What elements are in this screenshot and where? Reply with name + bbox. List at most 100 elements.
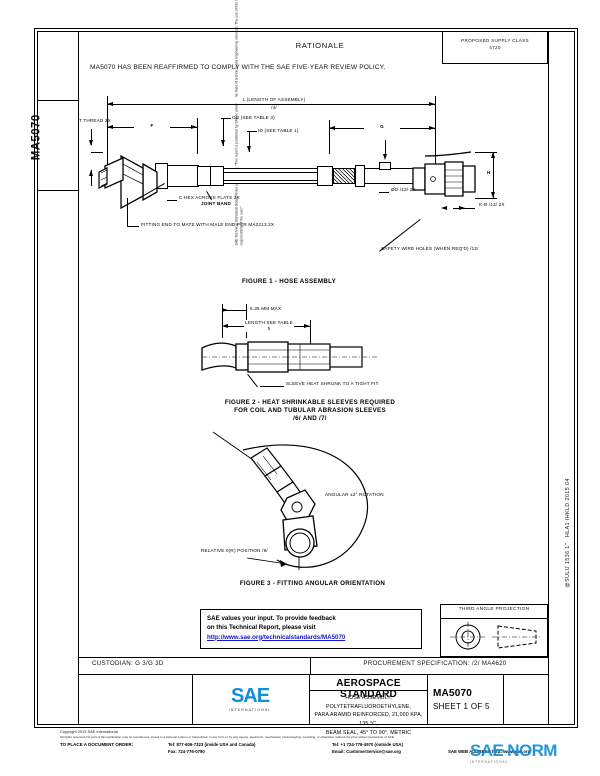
id-ext [249, 131, 250, 152]
description-line-3: BEAM SEAL, 45° TO 90°, METRIC [325, 729, 412, 736]
fitting-end-ext [127, 198, 128, 226]
right-top-band-ext [385, 140, 386, 154]
figure-2-caption-line2: FOR COIL AND TUBULAR ABRASION SLEEVES [234, 407, 386, 414]
label-dim-g: G [364, 124, 400, 131]
label-relative-position: RELATIVE 0(R) POSITION /9/ [201, 548, 268, 553]
title-block-horizontal-rule [309, 690, 427, 691]
label-dim-h: H [487, 170, 491, 175]
left-band-b [210, 166, 224, 186]
right-band-a [317, 166, 333, 186]
h-arrow-up [490, 152, 495, 158]
standard-type-title: AEROSPACE STANDARD [336, 678, 401, 700]
h-dim-line [493, 152, 494, 198]
label-dim-f: F [134, 123, 170, 130]
hose-inner-top [197, 172, 317, 173]
dim-arrow-left [107, 101, 113, 106]
left-sleeve [167, 165, 199, 187]
dim-arrow-right [429, 101, 435, 106]
document-description: HOSE ASSEMBLY, POLYTETRAFLUOROETHYLENE, … [310, 694, 427, 738]
title-block-divider-1 [192, 674, 193, 725]
id-leader [247, 131, 257, 132]
web-address: http://www.sae.org [492, 749, 531, 755]
web-address-label: SAE WEB ADDRESS: [448, 749, 492, 755]
order-label: TO PLACE A DOCUMENT ORDER: [60, 742, 134, 748]
watermark-sub-text: INTERNATIONAL [470, 760, 509, 764]
sae-logo: SAE INTERNATIONAL [210, 686, 290, 712]
sae-logo-wordmark: SAE [230, 685, 270, 707]
h-arrow-down [490, 192, 495, 198]
procurement-spec-text: PROCUREMENT SPECIFICATION: /2/ MA4620 [363, 660, 507, 667]
label-635-max: 6.35 MM MAX [250, 306, 282, 311]
f2-hose-end-drawing [201, 341, 378, 373]
f-arrow-right [191, 124, 197, 129]
h-ext-top [475, 152, 497, 153]
f2-len-arrow-l [222, 323, 228, 328]
figure-2-heat-shrinkable-sleeves: 6.35 MM MAX LENGTH SEE TABLE 5 SLEEVE HE… [190, 300, 430, 422]
left-band-a [197, 166, 211, 186]
third-angle-projection-symbol [450, 622, 542, 652]
title-block-divider-4 [503, 674, 504, 725]
label-id: ID (SEE TABLE 1) [258, 128, 299, 133]
left-label-box-top-rule [37, 100, 78, 101]
description-line-1: HOSE ASSEMBLY, POLYTETRAFLUOROETHYLENE, [325, 695, 411, 710]
g-ext-left [329, 120, 330, 154]
order-info: TO PLACE A DOCUMENT ORDER: Tel: 877-606-… [60, 742, 540, 760]
document-number: MA5070 [433, 688, 472, 699]
f-ext-left [107, 118, 108, 128]
feedback-line-1: SAE values your input. To provide feedba… [207, 615, 336, 622]
rationale-heading: RATIONALE [295, 41, 345, 50]
left-elbow-fitting [98, 154, 158, 210]
tel-inside-usa: Tel: 877-606-7323 (inside USA and Canada… [168, 742, 256, 748]
description-line-2: PARA ARAMID REINFORCED, 21,000 KPA, 135 … [314, 712, 423, 728]
custodian-row-top-rule [79, 657, 548, 658]
sae-logo-subtext: INTERNATIONAL [228, 708, 272, 712]
thread-arrow-a [88, 140, 93, 146]
g-arrow-left [329, 125, 335, 130]
f2-note-leader-h [260, 386, 284, 387]
label-length-note: /4/ [271, 105, 277, 110]
figure-3-caption: FIGURE 3 - FITTING ANGULAR ORIENTATION [239, 580, 386, 587]
f2-note-leader [247, 374, 258, 388]
od-ext [223, 118, 224, 146]
left-margin-document-number: MA5070 [30, 114, 43, 161]
od-leader [221, 118, 231, 119]
dim-extension-left [107, 96, 108, 174]
feedback-link[interactable]: http://www.sae.org/technicalstandards/MA… [207, 633, 346, 641]
rights-reserved-text: All rights reserved. No part of this pub… [60, 735, 395, 739]
f-arrow-left [107, 124, 113, 129]
thread-arrow-b [88, 170, 93, 176]
sheet-number: SHEET 1 OF 5 [433, 702, 490, 711]
title-block-divider-3 [427, 674, 428, 725]
title-block-divider-2 [309, 674, 310, 725]
right-band-b [355, 165, 365, 187]
email-address: Email: CustomerService@sae.org [332, 749, 401, 755]
label-angular-rotation: ANGULAR ±2° ROTATION [325, 492, 384, 497]
figure-2-caption-line3: /6/ AND /7/ [293, 415, 327, 422]
custodian-text: CUSTODIAN: G 3/G 3D [92, 660, 164, 667]
figure-1-hose-assembly: L (LENGTH OF ASSEMBLY) /4/ OD (SEE TABLE… [79, 88, 548, 293]
f-ext-right [197, 118, 198, 154]
right-top-band [379, 162, 391, 170]
footer: Copyright 2015 SAE International All rig… [60, 729, 540, 760]
dim-extension-right [435, 96, 436, 176]
feedback-line-2: on this Technical Report, please visit [207, 624, 316, 632]
f2-len-arrow-r [304, 323, 310, 328]
supply-class-text: PROPOSED SUPPLY CLASS 4720 [461, 38, 529, 50]
hex-leader-h [167, 200, 177, 201]
f2-max-dim-line [222, 310, 246, 311]
f2-ext-a [222, 304, 223, 338]
f2-max-arrow [222, 307, 228, 312]
figure-1-caption: FIGURE 1 - HOSE ASSEMBLY [241, 278, 337, 285]
copyright-line: Copyright 2015 SAE International [60, 729, 118, 734]
feedback-box[interactable]: SAE values your input. To provide feedba… [200, 609, 422, 649]
label-length-of-assembly: L (LENGTH OF ASSEMBLY) [189, 97, 359, 104]
label-safety-wire: SAFETY WIRE HOLES (WHEN REQ'D) /12/ [381, 246, 479, 251]
h-ext-bot [475, 198, 497, 199]
right-margin-divider [548, 31, 549, 725]
label-od: OD (SEE TABLE 3) [232, 115, 275, 120]
fitting-end-leader [127, 226, 139, 227]
inner-border [37, 31, 575, 725]
label-f2-length: LENGTH SEE TABLE 5 [244, 320, 294, 333]
thread-bracket [91, 152, 103, 153]
custodian-row-bottom-rule [79, 674, 548, 675]
